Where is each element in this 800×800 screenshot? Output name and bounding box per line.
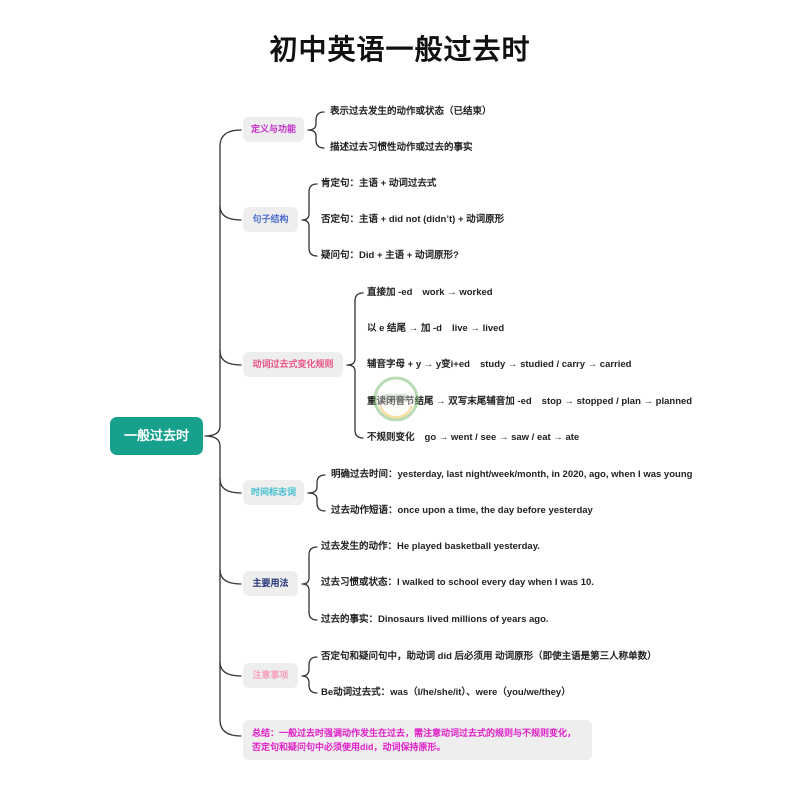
child-item: 疑问句：Did + 主语 + 动词原形? <box>321 250 459 261</box>
rule-item: 直接加 -ed work → worked <box>367 287 493 299</box>
brace-definition <box>307 111 325 149</box>
brace-structure <box>301 183 318 257</box>
child-item: 否定句：主语 + did not (didn’t) + 动词原形 <box>321 214 505 225</box>
watermark-logo <box>373 376 419 422</box>
summary-line: 否定句和疑问句中必须使用did，动词保持原形。 <box>252 742 446 752</box>
branch-node-definition: 定义与功能 <box>243 117 304 142</box>
rule-item: 以 e 结尾 → 加 -d live → lived <box>367 323 504 335</box>
example-text: study → studied / carry → carried <box>479 359 632 370</box>
child-item: 明确过去时间：yesterday, last night/week/month,… <box>331 469 693 480</box>
child-item: 过去的事实：Dinosaurs lived millions of years … <box>321 614 549 625</box>
main-link-time-markers <box>219 478 242 494</box>
main-link-verb-rules <box>219 350 242 366</box>
child-item: Be动词过去式：was（I/he/she/it）、were（you/we/the… <box>321 687 571 698</box>
child-item: 过去习惯或状态：I walked to school every day whe… <box>321 577 594 588</box>
branch-node-structure: 句子结构 <box>243 207 298 232</box>
rule-item: 不规则变化 go → went / see → saw / eat → ate <box>367 432 579 444</box>
example-text: work → worked <box>422 287 493 298</box>
summary-box: 总结：一般过去时强调动作发生在过去，需注意动词过去式的规则与不规则变化， 否定句… <box>243 720 592 760</box>
rule-text: 以 e 结尾 → 加 -d <box>367 323 442 334</box>
main-link-usage <box>219 569 242 585</box>
child-item: 过去动作短语：once upon a time, the day before … <box>331 505 593 516</box>
summary-line: 总结：一般过去时强调动作发生在过去，需注意动词过去式的规则与不规则变化， <box>252 728 577 738</box>
brace-notes <box>301 656 318 694</box>
branch-node-verb-rules: 动词过去式变化规则 <box>243 352 343 377</box>
main-link-notes <box>219 661 242 677</box>
child-item: 肯定句：主语 + 动词过去式 <box>321 178 437 189</box>
branch-node-time-markers: 时间标志词 <box>243 480 304 505</box>
rule-text: 直接加 -ed <box>367 287 413 298</box>
rule-text: 不规则变化 <box>367 432 415 443</box>
main-link-structure <box>219 205 242 221</box>
branch-node-usage: 主要用法 <box>243 571 298 596</box>
brace-verb-rules <box>346 292 364 439</box>
brace-usage <box>301 546 318 621</box>
example-text: stop → stopped / plan → planned <box>541 396 693 407</box>
rule-item: 重读闭音节结尾 → 双写末尾辅音加 -ed stop → stopped / pl… <box>367 396 692 408</box>
watermark-ring <box>373 376 419 422</box>
child-item: 否定句和疑问句中，助动词 did 后必须用 动词原形（即使主语是第三人称单数） <box>321 651 657 662</box>
root-node: 一般过去时 <box>110 417 203 455</box>
child-item: 表示过去发生的动作或状态（已结束） <box>330 106 492 117</box>
watermark-arc <box>378 405 414 419</box>
child-item: 描述过去习惯性动作或过去的事实 <box>330 142 473 153</box>
rule-text: 辅音字母 + y → y变i+ed <box>367 359 470 370</box>
example-text: go → went / see → saw / eat → ate <box>424 432 580 443</box>
watermark-band <box>384 394 408 402</box>
rule-text: 重读闭音节结尾 → 双写末尾辅音加 -ed <box>367 396 532 407</box>
page-title: 初中英语一般过去时 <box>269 33 531 66</box>
brace-time-markers <box>307 474 326 512</box>
child-item: 过去发生的动作：He played basketball yesterday. <box>321 541 540 552</box>
main-brace <box>204 129 242 737</box>
example-text: live → lived <box>451 323 505 334</box>
rule-item: 辅音字母 + y → y变i+ed study → studied / carry… <box>367 359 631 371</box>
branch-node-notes: 注意事项 <box>243 663 298 688</box>
